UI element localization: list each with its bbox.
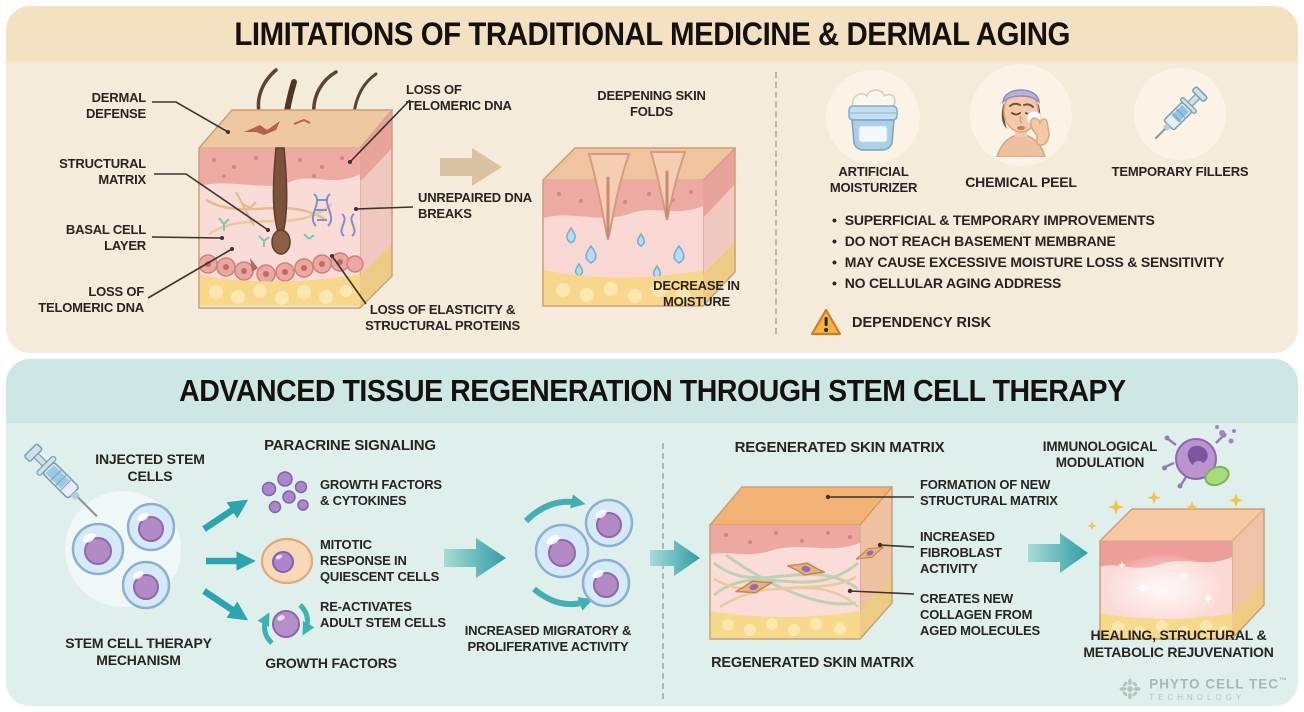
treatment-label-fillers: TEMPORARY FILLERS xyxy=(1111,164,1249,179)
flow-arrow xyxy=(444,538,506,578)
panel-traditional-medicine: LIMITATIONS OF TRADITIONAL MEDICINE & DE… xyxy=(6,6,1298,353)
bottom-section-divider xyxy=(662,443,664,699)
growth-factor-dots-icon xyxy=(261,471,309,514)
logo-tm: ™ xyxy=(1279,676,1288,686)
injected-stem-cells-illustration xyxy=(24,443,181,610)
moisturizer-jar-icon xyxy=(848,89,898,151)
flow-arrow xyxy=(650,540,700,576)
callout-basal-cell-layer: BASAL CELL LAYER xyxy=(65,222,146,253)
label-healing-rejuvenation: HEALING, STRUCTURAL & METABOLIC REJUVENA… xyxy=(1083,627,1274,661)
label-injected-stem-cells: INJECTED STEM CELLS xyxy=(95,451,205,485)
treatment-circle-moisturizer xyxy=(826,70,920,164)
callout-loss-telomeric-dna-bottom: LOSS OF TELOMERIC DNA xyxy=(38,284,144,315)
aged-skin-cube-illustration xyxy=(197,68,394,310)
callout-unrepaired-dna-breaks: UNREPAIRED DNA BREAKS xyxy=(418,190,532,221)
brand-logo: PHYTO CELL TEC™ TECHNOLOGY xyxy=(1117,676,1288,702)
paracrine-item-label: MITOTIC RESPONSE IN QUIESCENT CELLS xyxy=(320,537,440,584)
paracrine-signaling-header: PARACRINE SIGNALING xyxy=(264,437,436,454)
sparkle-icon xyxy=(1087,491,1244,531)
drawback-text: DO NOT REACH BASEMENT MEMBRANE xyxy=(844,233,1116,249)
filler-syringe-icon xyxy=(1154,86,1208,140)
drawback-text: SUPERFICIAL & TEMPORARY IMPROVEMENTS xyxy=(844,212,1155,228)
regenerated-skin-cube-illustration xyxy=(708,485,894,641)
immune-cell-icon xyxy=(1162,425,1236,489)
regen-callout-collagen: CREATES NEW COLLAGEN FROM AGED MOLECULES xyxy=(920,591,1040,638)
label-stem-cell-therapy-mechanism: STEM CELL THERAPY MECHANISM xyxy=(65,635,212,669)
drawback-item: MAY CAUSE EXCESSIVE MOISTURE LOSS & SENS… xyxy=(832,254,1282,270)
regen-callout-fibroblast: INCREASED FIBROBLAST ACTIVITY xyxy=(920,529,1002,576)
chemical-peel-face-icon xyxy=(996,89,1050,157)
regen-callout-formation: FORMATION OF NEW STRUCTURAL MATRIX xyxy=(920,477,1058,508)
migratory-cells-illustration xyxy=(523,494,634,611)
reactivation-cycle-icon xyxy=(257,603,315,645)
logo-subtitle: TECHNOLOGY xyxy=(1149,692,1246,702)
growth-factors-footer: GROWTH FACTORS xyxy=(265,655,397,671)
drawback-item: SUPERFICIAL & TEMPORARY IMPROVEMENTS xyxy=(832,212,1282,228)
drawback-text: NO CELLULAR AGING ADDRESS xyxy=(844,275,1062,291)
label-decrease-in-moisture: DECREASE IN MOISTURE xyxy=(653,278,740,309)
progression-arrow xyxy=(440,148,502,186)
phyto-swirl-icon xyxy=(1119,678,1141,700)
top-panel-title: LIMITATIONS OF TRADITIONAL MEDICINE & DE… xyxy=(234,15,1070,52)
callout-loss-of-elasticity: LOSS OF ELASTICITY & STRUCTURAL PROTEINS xyxy=(365,302,520,333)
top-panel-header: LIMITATIONS OF TRADITIONAL MEDICINE & DE… xyxy=(6,6,1298,62)
quiescent-cell-icon xyxy=(260,537,314,585)
callout-structural-matrix: STRUCTURAL MATRIX xyxy=(59,156,146,187)
top-section-divider xyxy=(775,72,777,334)
healed-skin-cube-illustration xyxy=(1087,491,1266,641)
treatment-label-chemical-peel: CHEMICAL PEEL xyxy=(965,174,1077,190)
regenerated-skin-matrix-footer: REGENERATED SKIN MATRIX xyxy=(711,655,914,671)
wrinkled-skin-cube-illustration xyxy=(541,146,737,308)
drawback-item: DO NOT REACH BASEMENT MEMBRANE xyxy=(832,233,1282,249)
paracrine-item-label: GROWTH FACTORS & CYTOKINES xyxy=(320,477,442,508)
dependency-risk-row: DEPENDENCY RISK xyxy=(810,308,991,337)
treatment-circle-fillers xyxy=(1134,68,1226,160)
drawback-text: MAY CAUSE EXCESSIVE MOISTURE LOSS & SENS… xyxy=(844,254,1225,270)
callout-dermal-defense: DERMAL DEFENSE xyxy=(85,90,146,121)
dependency-risk-label: DEPENDENCY RISK xyxy=(852,314,992,331)
drawbacks-list: SUPERFICIAL & TEMPORARY IMPROVEMENTS DO … xyxy=(832,212,1282,296)
bottom-panel-header: ADVANCED TISSUE REGENERATION THROUGH STE… xyxy=(6,359,1298,423)
warning-triangle-icon xyxy=(810,308,842,336)
bottom-panel-title: ADVANCED TISSUE REGENERATION THROUGH STE… xyxy=(178,373,1126,408)
drawback-item: NO CELLULAR AGING ADDRESS xyxy=(832,275,1282,291)
panel-stem-cell-therapy: ADVANCED TISSUE REGENERATION THROUGH STE… xyxy=(6,359,1298,706)
label-migratory-activity: INCREASED MIGRATORY & PROLIFERATIVE ACTI… xyxy=(464,623,632,654)
treatment-circle-chemical-peel xyxy=(970,64,1072,166)
treatment-label-moisturizer: ARTIFICIAL MOISTURIZER xyxy=(829,164,918,195)
callout-loss-telomeric-dna-top: LOSS OF TELOMERIC DNA xyxy=(406,82,512,113)
regenerated-skin-matrix-header: REGENERATED SKIN MATRIX xyxy=(734,439,945,456)
flow-arrow xyxy=(1028,533,1088,573)
logo-brand-text: PHYTO CELL TEC xyxy=(1149,676,1279,692)
logo-brand-name: PHYTO CELL TEC™ xyxy=(1149,676,1288,692)
label-deepening-skin-folds: DEEPENING SKIN FOLDS xyxy=(597,88,706,119)
paracrine-item-label: RE-ACTIVATES ADULT STEM CELLS xyxy=(320,599,446,630)
label-immunological-modulation: IMMUNOLOGICAL MODULATION xyxy=(1042,439,1158,471)
